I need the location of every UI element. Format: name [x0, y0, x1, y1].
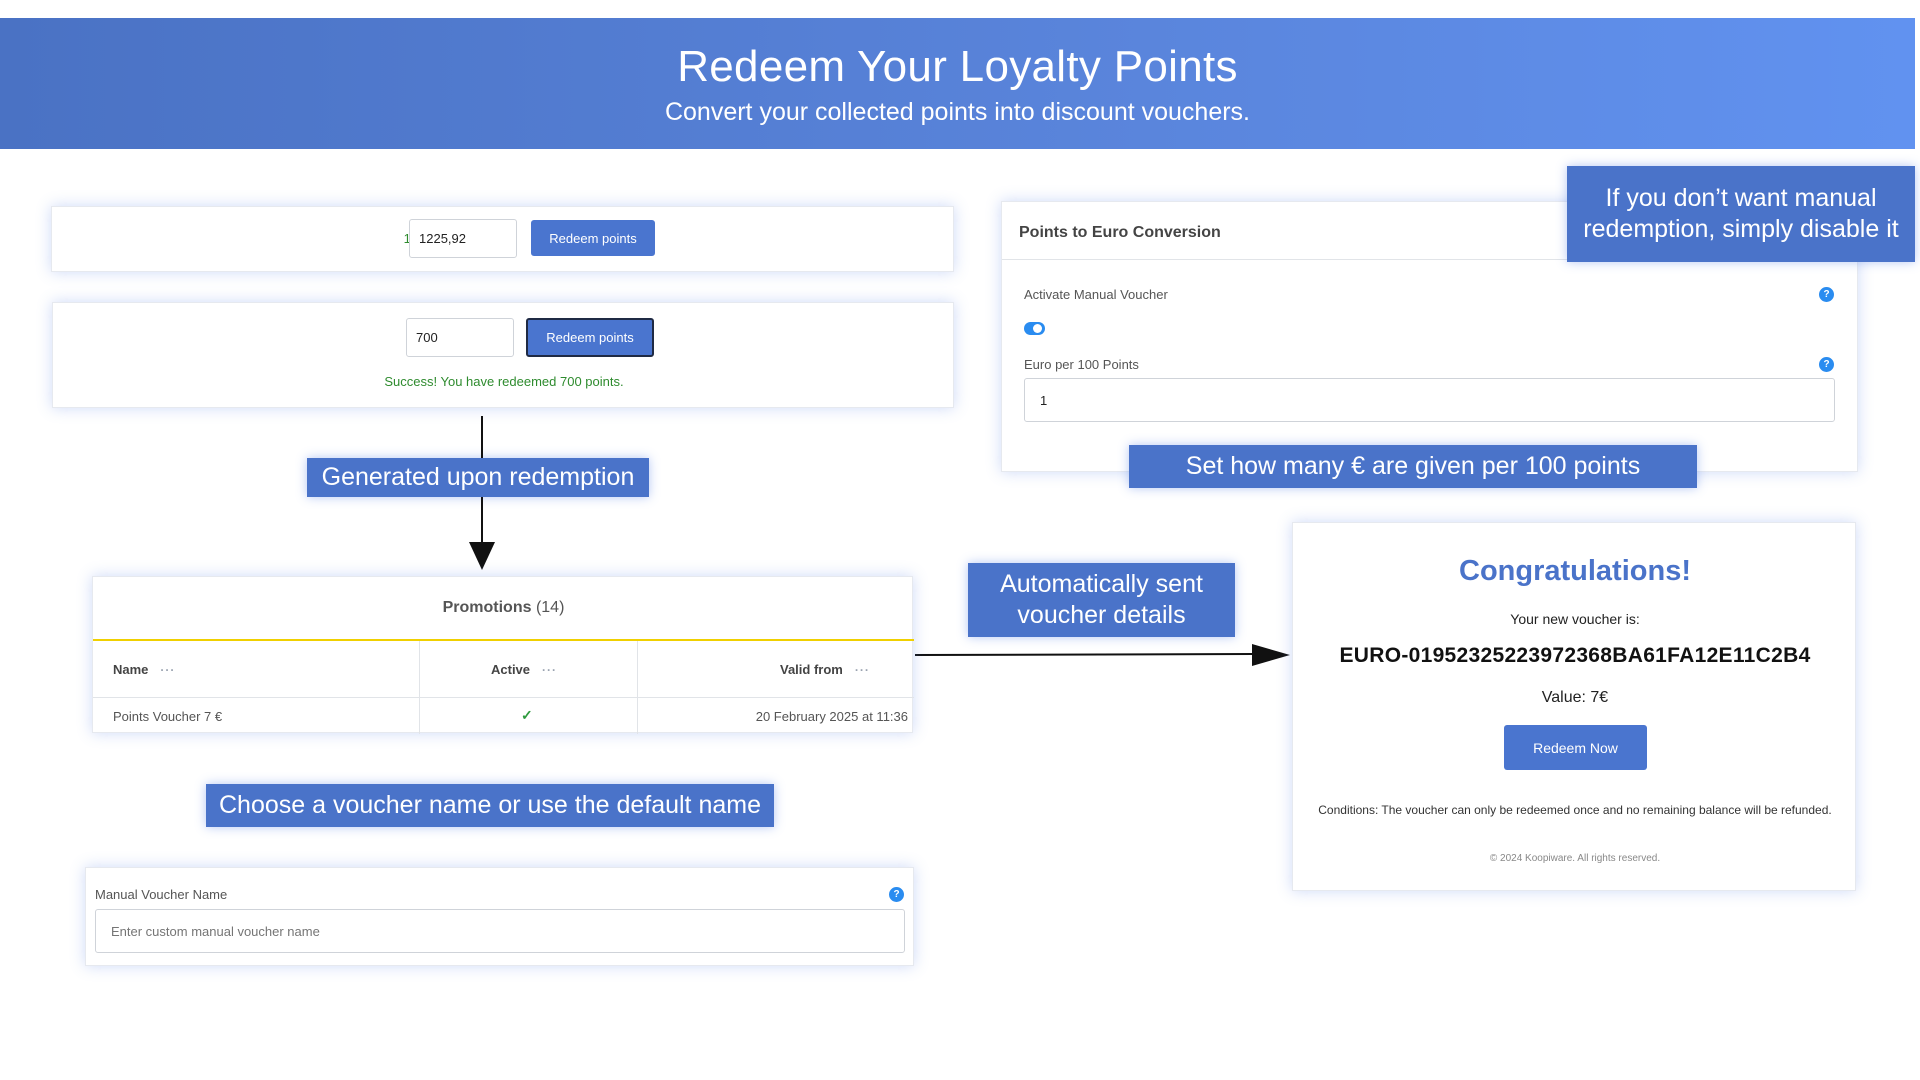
points-input[interactable]: 700	[406, 318, 514, 357]
success-message: Success! You have redeemed 700 points.	[384, 374, 624, 389]
arrow-head	[1252, 644, 1290, 666]
row-valid-from: 20 February 2025 at 11:36	[755, 709, 908, 724]
table-row[interactable]: Points Voucher 7 € ✓ 20 February 2025 at…	[93, 698, 914, 734]
column-divider	[637, 641, 638, 734]
column-header-active[interactable]: Active···	[491, 662, 558, 677]
column-menu-icon[interactable]: ···	[542, 663, 558, 677]
row-divider	[93, 697, 914, 698]
help-icon[interactable]: ?	[1819, 287, 1834, 302]
row-name: Points Voucher 7 €	[113, 709, 223, 724]
column-menu-icon[interactable]: ···	[854, 663, 870, 677]
page-subtitle: Convert your collected points into disco…	[664, 98, 1251, 126]
activate-manual-voucher-label: Activate Manual Voucher	[1024, 287, 1168, 302]
redeem-widget-2: 7.00 € 700 Redeem points Success! You ha…	[52, 302, 954, 408]
manual-voucher-name-panel: Manual Voucher Name ?	[85, 867, 914, 966]
manual-voucher-toggle[interactable]	[1024, 322, 1045, 335]
toggle-knob	[1033, 324, 1042, 333]
page-title: Redeem Your Loyalty Points	[677, 42, 1238, 91]
voucher-conditions: Conditions: The voucher can only be rede…	[1318, 803, 1832, 817]
name-hint-label: Choose a voucher name or use the default…	[206, 784, 774, 827]
arrow-line	[914, 653, 1254, 656]
generated-hint-label: Generated upon redemption	[307, 458, 649, 497]
help-icon[interactable]: ?	[889, 887, 904, 902]
promotions-table: Promotions (14) Name··· Active··· Valid …	[92, 576, 914, 734]
voucher-value: Value: 7€	[1541, 689, 1609, 706]
promotions-count: (14)	[535, 599, 565, 616]
voucher-code: EURO-01952325223972368BA61FA12E11C2B4	[1339, 644, 1811, 667]
promotions-header: Promotions (14)	[93, 599, 914, 617]
euro-hint-label: Set how many € are given per 100 points	[1129, 445, 1697, 488]
redeem-points-button[interactable]: Redeem points	[531, 220, 655, 256]
sent-hint-label: Automatically sent voucher details	[968, 563, 1235, 637]
congratulations-title: Congratulations!	[1459, 555, 1691, 587]
help-icon[interactable]: ?	[1819, 357, 1834, 372]
promotions-title: Promotions	[442, 599, 532, 616]
panel-divider	[1002, 259, 1859, 260]
arrow-head	[469, 542, 495, 570]
euro-per-100-input[interactable]: 1	[1024, 378, 1835, 422]
email-footer: © 2024 Koopiware. All rights reserved.	[1489, 853, 1661, 864]
voucher-intro: Your new voucher is:	[1510, 611, 1640, 627]
redeem-widget-1: 12.25 € 1225,92 Redeem points	[51, 206, 954, 272]
conversion-title: Points to Euro Conversion	[1019, 224, 1221, 241]
disable-hint-label: If you don’t want manual redemption, sim…	[1567, 166, 1915, 262]
column-header-name[interactable]: Name···	[113, 662, 176, 677]
points-input[interactable]: 1225,92	[409, 219, 517, 258]
euro-per-100-label: Euro per 100 Points	[1024, 357, 1139, 372]
manual-voucher-name-input[interactable]	[95, 909, 905, 953]
header-banner: Redeem Your Loyalty Points Convert your …	[0, 18, 1915, 149]
redeem-now-button[interactable]: Redeem Now	[1504, 725, 1647, 770]
redeem-points-button[interactable]: Redeem points	[526, 318, 654, 357]
manual-voucher-name-label: Manual Voucher Name	[95, 887, 228, 902]
voucher-email-card: Congratulations! Your new voucher is: EU…	[1292, 522, 1856, 891]
column-header-valid-from[interactable]: Valid from···	[780, 662, 870, 677]
checkmark-icon: ✓	[521, 707, 533, 723]
column-menu-icon[interactable]: ···	[160, 663, 176, 677]
promotions-header-line	[93, 639, 914, 641]
column-divider	[419, 641, 420, 734]
